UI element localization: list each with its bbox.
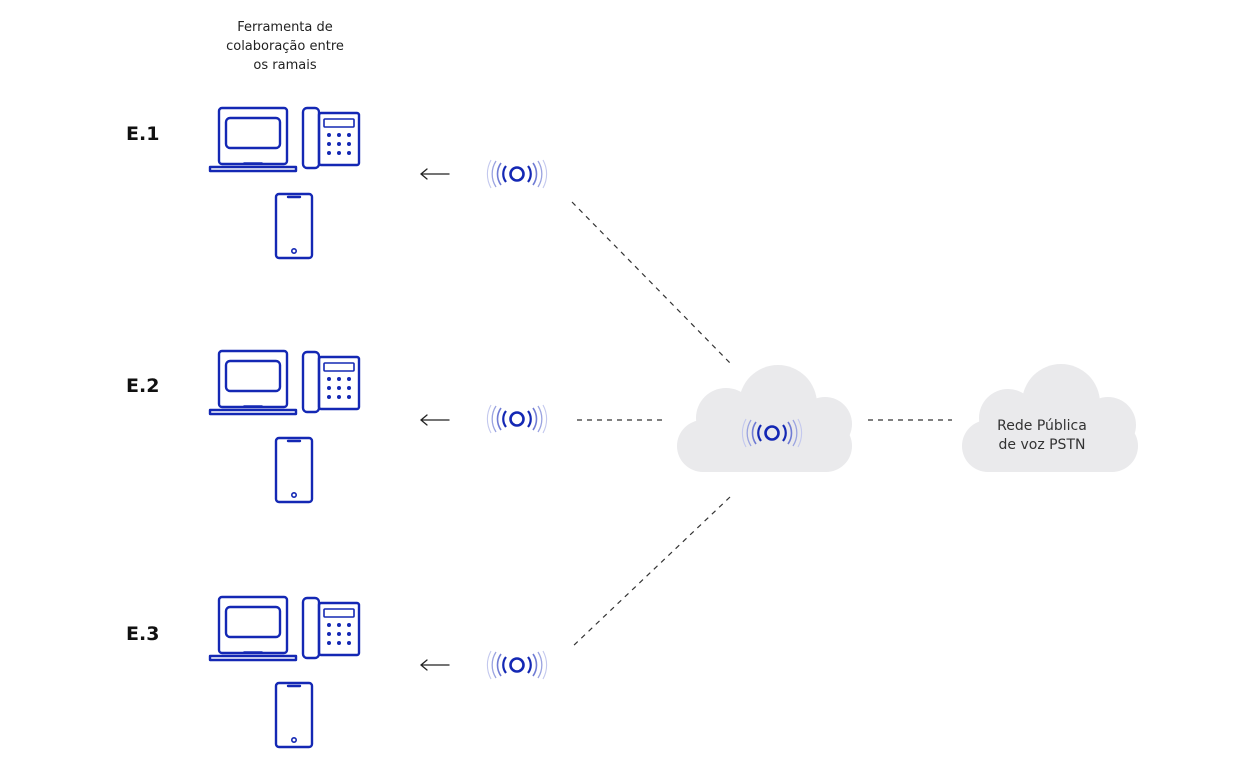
laptop-icon (208, 595, 298, 662)
caption-line-1: Ferramenta de (237, 20, 333, 35)
pstn-cloud-icon (962, 364, 1138, 472)
desk-phone-icon (301, 596, 361, 660)
laptop-icon (208, 349, 298, 416)
arrow-left-icon (420, 414, 450, 426)
laptop-icon (208, 106, 298, 173)
extension-e1 (208, 106, 548, 260)
caption-line-3: os ramais (253, 58, 317, 73)
extension-e3 (208, 595, 548, 749)
central-cloud-icon (677, 365, 852, 472)
extension-label-e3: E.3 (126, 623, 160, 645)
desk-phone-icon (301, 106, 361, 170)
mobile-phone-icon (274, 436, 314, 504)
collaboration-tool-caption: Ferramenta de colaboração entre os ramai… (210, 18, 360, 75)
wireless-signal-icon (486, 649, 548, 681)
pstn-label: Rede Pública de voz PSTN (972, 417, 1112, 455)
pstn-label-line-1: Rede Pública (997, 418, 1087, 434)
connection-e1-cloud (571, 201, 732, 365)
extension-e2 (208, 349, 548, 504)
extension-label-e2: E.2 (126, 375, 160, 397)
desk-phone-icon (301, 350, 361, 414)
mobile-phone-icon (274, 681, 314, 749)
wireless-signal-icon (486, 158, 548, 190)
connection-e3-cloud (571, 496, 731, 648)
wireless-signal-icon (486, 403, 548, 435)
pstn-label-line-2: de voz PSTN (998, 437, 1086, 453)
mobile-phone-icon (274, 192, 314, 260)
caption-line-2: colaboração entre (226, 39, 344, 54)
extension-label-e1: E.1 (126, 123, 160, 145)
arrow-left-icon (420, 168, 450, 180)
arrow-left-icon (420, 659, 450, 671)
